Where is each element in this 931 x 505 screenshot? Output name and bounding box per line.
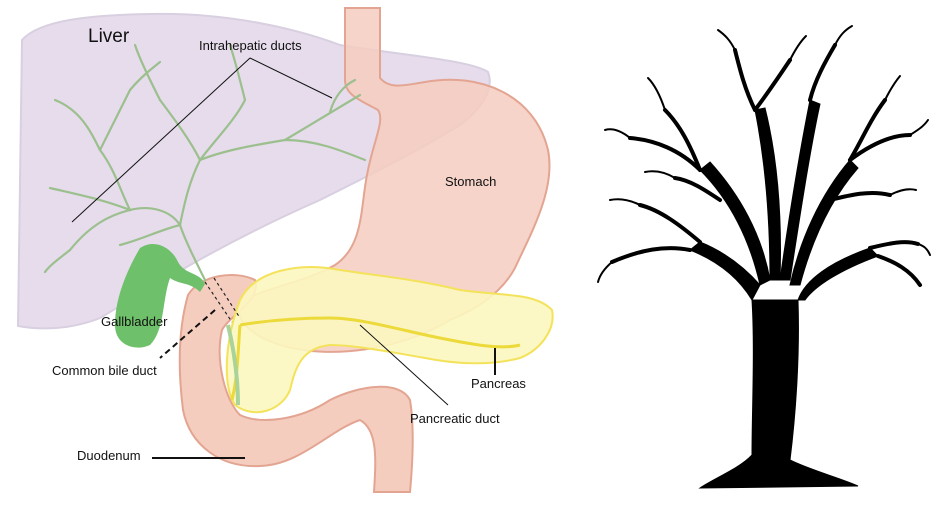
- label-intrahepatic-ducts: Intrahepatic ducts: [199, 38, 302, 53]
- tree-silhouette: [597, 25, 931, 489]
- label-duodenum: Duodenum: [77, 448, 141, 463]
- label-pancreas: Pancreas: [471, 376, 526, 391]
- label-common-bile-duct: Common bile duct: [52, 363, 157, 378]
- common-bile-duct-green: [226, 324, 240, 406]
- pointer-lines: [71, 57, 496, 459]
- gallbladder-shape: [115, 243, 205, 348]
- stomach-shape: [238, 7, 551, 353]
- pancreatic-duct-head: [230, 324, 242, 401]
- label-liver: Liver: [88, 26, 130, 47]
- label-gallbladder: Gallbladder: [101, 314, 168, 329]
- label-stomach: Stomach: [445, 174, 497, 189]
- pancreas-shape: [225, 266, 554, 414]
- common-bile-duct: [204, 277, 241, 323]
- label-pancreatic-duct: Pancreatic duct: [410, 411, 500, 426]
- intrahepatic-ducts-tree: [43, 43, 367, 282]
- pancreatic-duct: [239, 316, 521, 349]
- duodenum-shape: [178, 274, 414, 493]
